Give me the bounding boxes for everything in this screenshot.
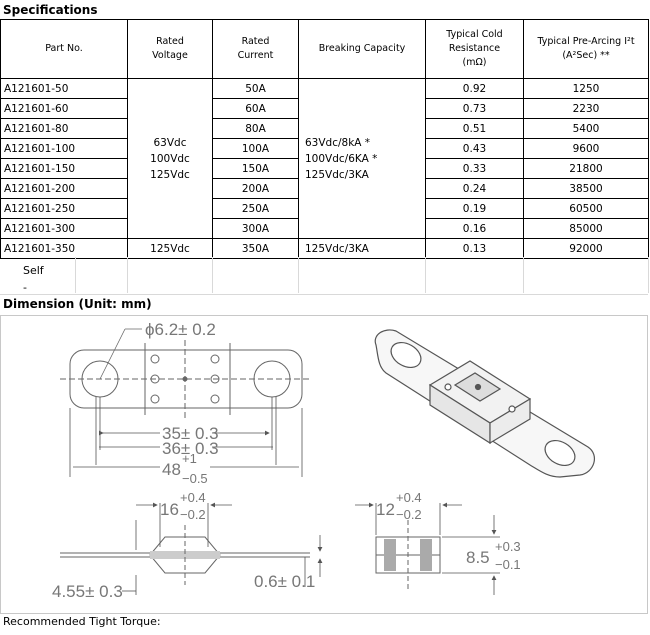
grid-cell <box>0 257 76 293</box>
cold-resistance: 0.73 <box>425 98 524 119</box>
rated-current: 350A <box>212 238 299 259</box>
rated-current: 100A <box>212 138 299 159</box>
pre-arcing-value: 38500 <box>523 178 649 199</box>
dim-16-minus-label: −0.2 <box>180 507 206 522</box>
dim-8-5-minus-label: −0.1 <box>495 557 521 572</box>
header-part-no: Part No. <box>0 19 128 79</box>
table-row: A121601-300 300A 0.16 85000 <box>0 218 649 239</box>
top-view-dimension-lines <box>69 397 303 477</box>
part-number: A121601-250 <box>0 198 128 219</box>
header-pre-arcing: Typical Pre-Arcing I²t(A²Sec) ** <box>523 19 649 79</box>
end-view-dimension-lines <box>355 502 500 595</box>
cold-resistance: 0.24 <box>425 178 524 199</box>
fuse-top-view <box>60 328 310 420</box>
grid-cell <box>523 257 649 293</box>
rated-current: 250A <box>212 198 299 219</box>
grid-cell <box>127 257 213 293</box>
grid-cell <box>298 257 426 293</box>
pre-arcing-value: 2230 <box>523 98 649 119</box>
table-row: A121601-250 250A 0.19 60500 <box>0 198 649 219</box>
rated-current: 200A <box>212 178 299 199</box>
part-number: A121601-100 <box>0 138 128 159</box>
dim-4-55-label: 4.55± 0.3 <box>52 582 123 601</box>
rated-current: 60A <box>212 98 299 119</box>
rated-voltage: 125Vdc <box>127 238 213 259</box>
pre-arcing-value: 21800 <box>523 158 649 179</box>
cold-resistance: 0.43 <box>425 138 524 159</box>
side-view-dimension-lines <box>122 502 323 595</box>
cold-resistance: 0.92 <box>425 78 524 99</box>
pre-arcing-value: 85000 <box>523 218 649 239</box>
rated-current: 80A <box>212 118 299 139</box>
table-row: A121601-200 200A 0.24 38500 <box>0 178 649 199</box>
dimension-labels: ϕ6.2± 0.2 35± 0.3 36± 0.3 48 +1 −0.5 16 … <box>52 320 521 601</box>
dim-12-label: 12 <box>376 500 395 519</box>
self-row: Self - <box>0 257 649 294</box>
dim-8-5-plus-label: +0.3 <box>495 539 521 554</box>
pre-arcing-value: 92000 <box>523 238 649 259</box>
dim-48-plus-label: +1 <box>182 451 197 466</box>
grid-line <box>0 294 648 295</box>
cold-resistance: 0.33 <box>425 158 524 179</box>
part-number: A121601-150 <box>0 158 128 179</box>
pre-arcing-value: 9600 <box>523 138 649 159</box>
part-number: A121601-350 <box>0 238 128 259</box>
rated-current: 150A <box>212 158 299 179</box>
cold-resistance: 0.51 <box>425 118 524 139</box>
header-breaking-capacity: Breaking Capacity <box>298 19 426 79</box>
part-number: A121601-200 <box>0 178 128 199</box>
dimension-title: Dimension (Unit: mm) <box>3 297 152 311</box>
dim-48-minus-label: −0.5 <box>182 471 208 486</box>
fuse-3d-view <box>374 329 596 478</box>
dim-8-5-label: 8.5 <box>466 548 490 567</box>
part-number: A121601-60 <box>0 98 128 119</box>
part-number: A121601-300 <box>0 218 128 239</box>
rated-current: 300A <box>212 218 299 239</box>
cold-resistance: 0.19 <box>425 198 524 219</box>
table-row: A121601-350 125Vdc 350A 125Vdc/3KA 0.13 … <box>0 238 649 259</box>
hole-diameter-label: ϕ6.2± 0.2 <box>145 320 216 339</box>
recommended-torque-label: Recommended Tight Torque: <box>3 615 161 628</box>
dim-12-plus-label: +0.4 <box>396 490 422 505</box>
fuse-end-view <box>375 520 441 590</box>
table-row: A121601-100 100A 0.43 9600 <box>0 138 649 159</box>
part-number: A121601-50 <box>0 78 128 99</box>
breaking-capacity: 125Vdc/3KA <box>298 238 426 259</box>
cold-resistance: 0.13 <box>425 238 524 259</box>
dim-12-minus-label: −0.2 <box>396 507 422 522</box>
part-number: A121601-80 <box>0 118 128 139</box>
dim-0-6-label: 0.6± 0.1 <box>254 572 315 591</box>
pre-arcing-value: 60500 <box>523 198 649 219</box>
pre-arcing-value: 5400 <box>523 118 649 139</box>
pre-arcing-value: 1250 <box>523 78 649 99</box>
dim-35-label: 35± 0.3 <box>162 424 219 443</box>
dim-36-label: 36± 0.3 <box>162 439 219 458</box>
specifications-title: Specifications <box>3 3 98 17</box>
dim-16-label: 16 <box>160 500 179 519</box>
dim-48-label: 48 <box>162 460 181 479</box>
rated-current: 50A <box>212 78 299 99</box>
grid-cell <box>75 257 128 293</box>
cold-resistance: 0.16 <box>425 218 524 239</box>
dim-16-plus-label: +0.4 <box>180 490 206 505</box>
self-text: Self - <box>23 264 44 294</box>
fuse-side-view <box>60 525 310 585</box>
dimension-drawing: ϕ6.2± 0.2 35± 0.3 36± 0.3 48 +1 −0.5 16 … <box>0 315 648 614</box>
grid-cell <box>212 257 299 293</box>
grid-cell <box>425 257 524 293</box>
breaking-capacity-group: 63Vdc/8kA *100Vdc/6KA *125Vdc/3KA <box>298 78 426 239</box>
table-row: A121601-150 150A 0.33 21800 <box>0 158 649 179</box>
